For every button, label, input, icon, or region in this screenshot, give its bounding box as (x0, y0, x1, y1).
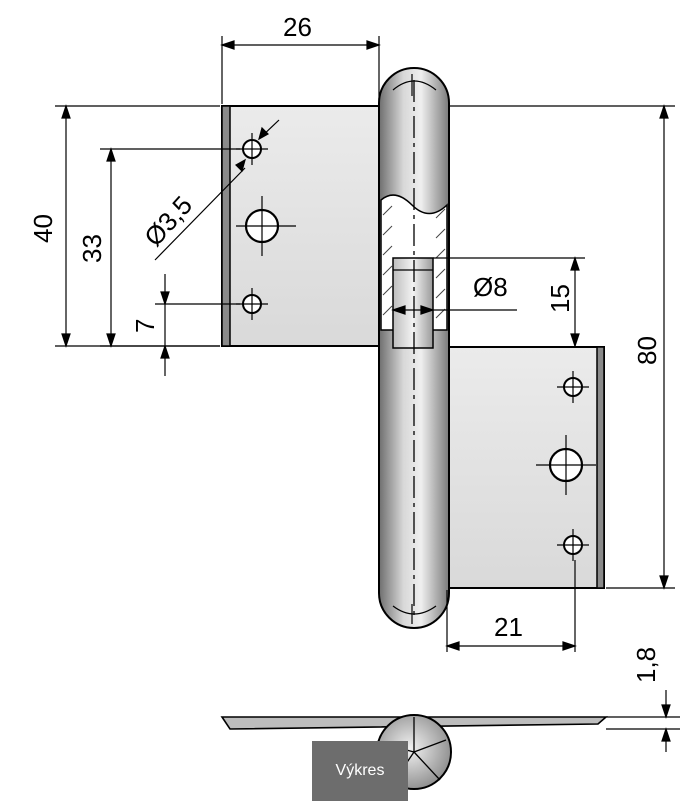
hinge-pin (392, 257, 434, 349)
drawing-badge[interactable]: Výkres (312, 741, 408, 801)
top-leaf-holes (236, 133, 296, 320)
dim-40: 40 (28, 214, 58, 243)
dimension-lines (55, 36, 680, 752)
side-view (220, 714, 609, 790)
dim-26: 26 (283, 12, 312, 42)
hinge-barrel (378, 67, 450, 629)
hatching (382, 205, 446, 319)
bottom-leaf-holes (536, 371, 596, 561)
dim-hole-diameter: Ø3,5 (138, 190, 198, 252)
dim-thickness: 1,8 (631, 647, 661, 683)
dim-33: 33 (77, 234, 107, 263)
dim-21: 21 (494, 612, 523, 642)
dim-pin-diameter: Ø8 (473, 272, 508, 302)
dim-80: 80 (632, 336, 662, 365)
dim-7: 7 (130, 319, 160, 333)
dim-15: 15 (545, 284, 575, 313)
